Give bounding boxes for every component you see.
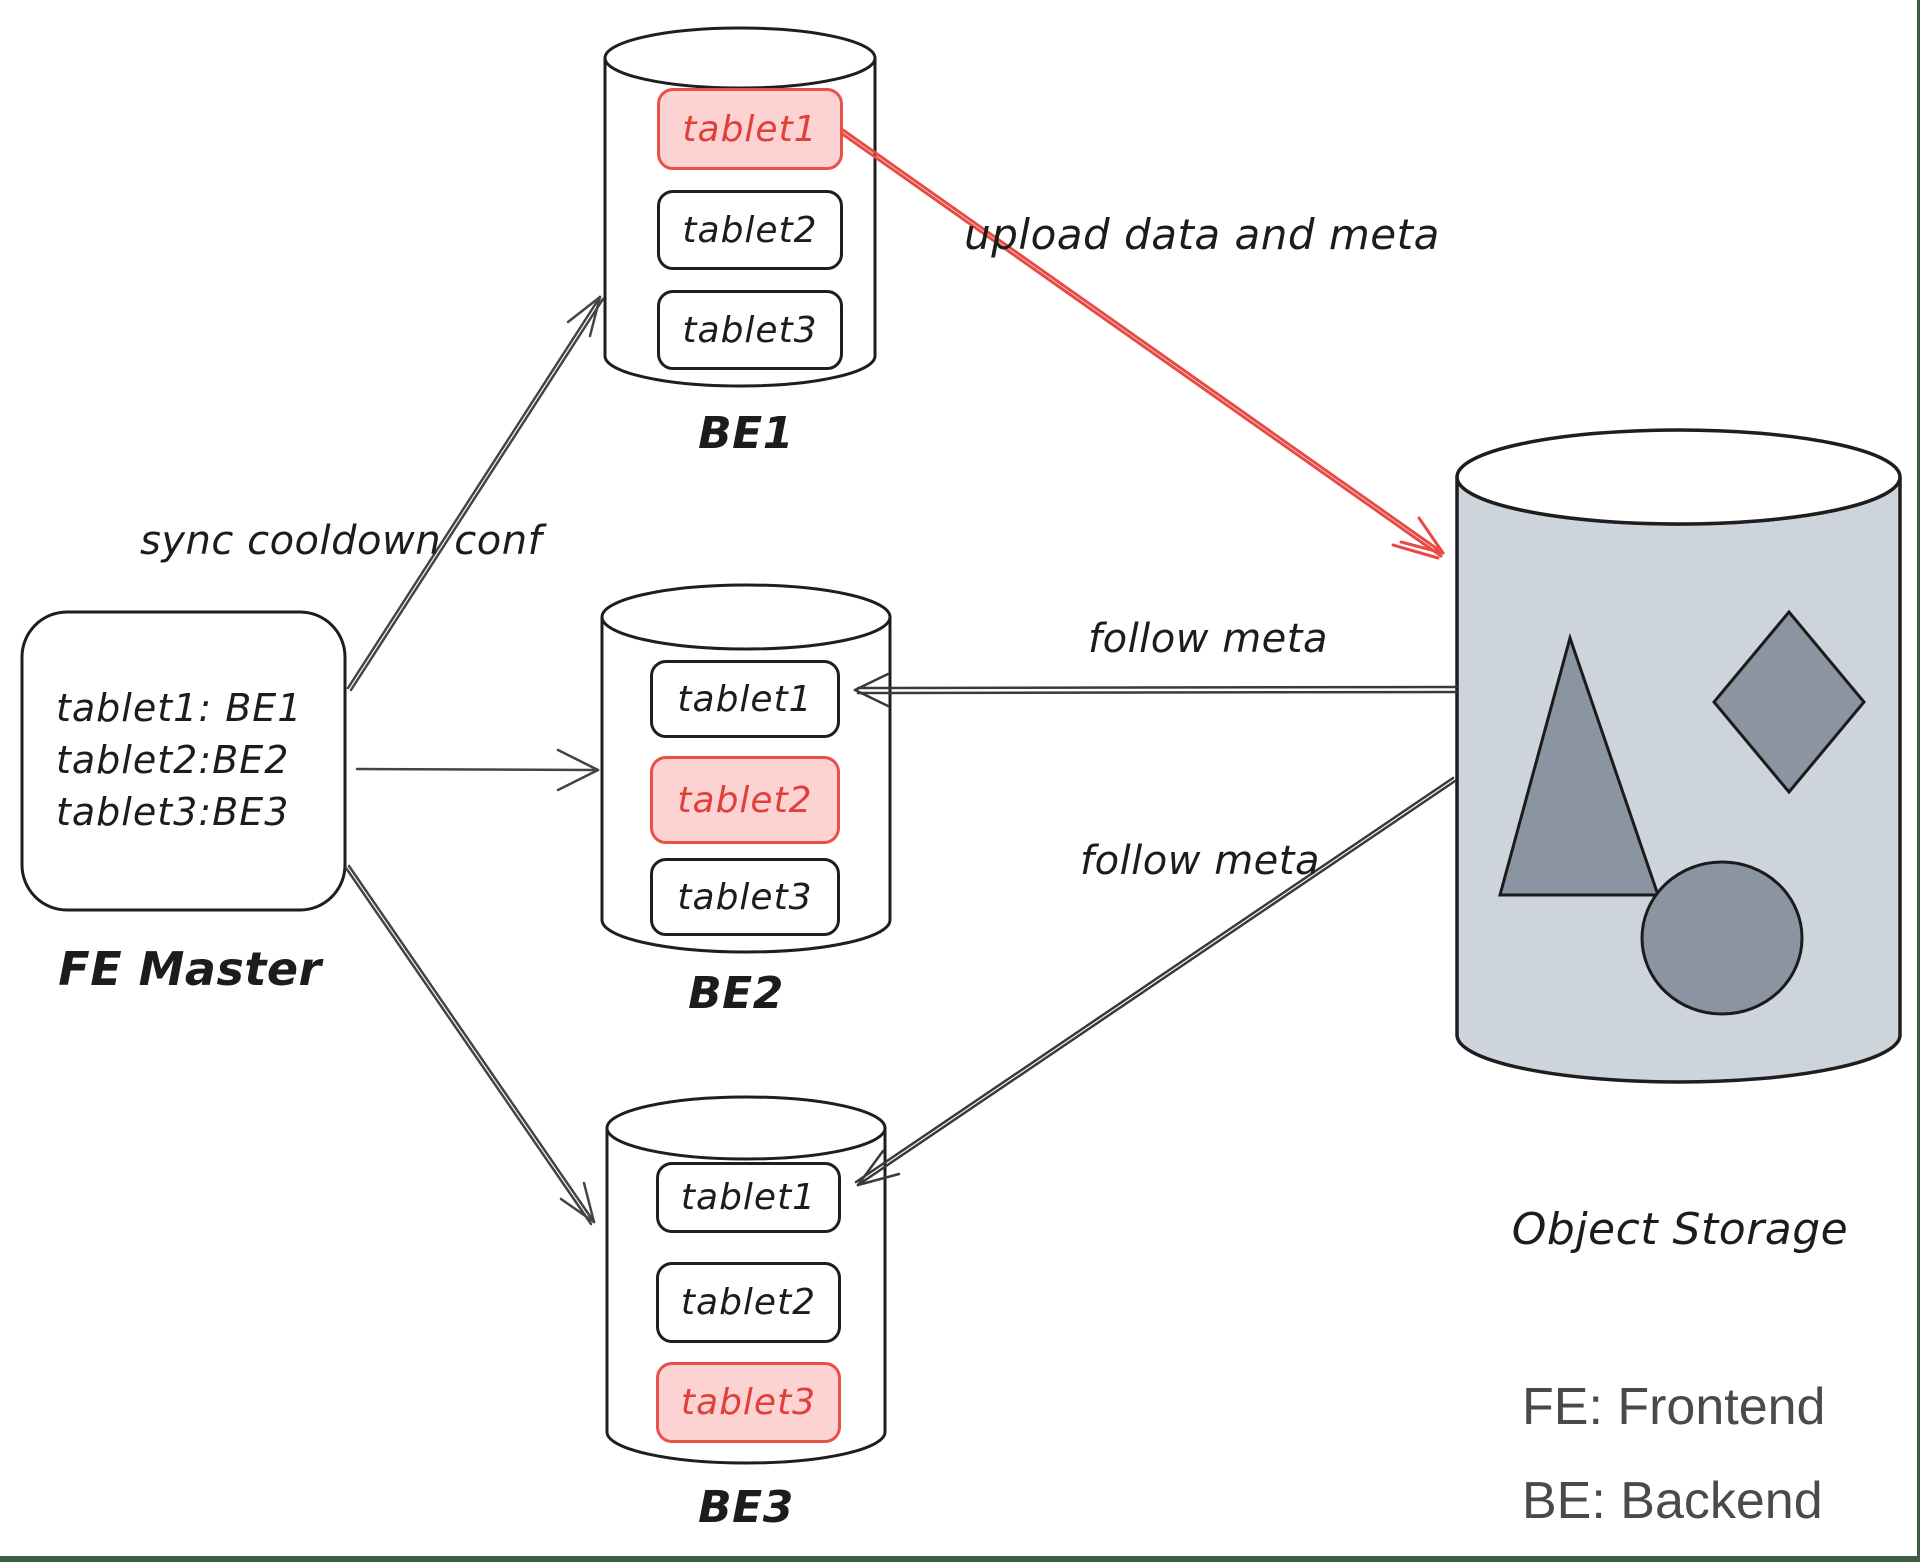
storage-diamond-shape [1712, 609, 1866, 795]
fe-mapping-line: tablet1: BE1 [56, 686, 303, 730]
follow-meta-arrow-be2 [853, 672, 1458, 708]
be2-tablet1: tablet1 [650, 660, 840, 738]
fe-master-label: FE Master [58, 942, 322, 996]
be1-tablet1: tablet1 [657, 88, 843, 170]
be1-label: BE1 [698, 408, 794, 459]
be3-tablet2: tablet2 [656, 1262, 841, 1343]
legend-fe-line: FE: Frontend [1522, 1378, 1826, 1436]
legend: FE: Frontend BE: Backend [1522, 1360, 1902, 1548]
fe-mapping-line: tablet2:BE2 [56, 738, 290, 782]
fe-master-mapping: tablet1: BE1 tablet2:BE2 tablet3:BE3 [56, 682, 336, 838]
be2-tablet2: tablet2 [650, 756, 840, 844]
frame-right-border [1917, 0, 1920, 1562]
be3-tablet3: tablet3 [656, 1362, 841, 1443]
upload-data-meta-label: upload data and meta [964, 210, 1440, 259]
sync-arrow-be2 [355, 748, 600, 792]
object-storage-label: Object Storage [1511, 1204, 1849, 1255]
legend-be-line: BE: Backend [1522, 1472, 1823, 1530]
be3-label: BE3 [698, 1482, 794, 1533]
upload-arrow [839, 128, 1445, 560]
sync-arrow-be3 [344, 864, 596, 1226]
object-storage-cylinder [1455, 428, 1902, 1084]
be2-label: BE2 [688, 968, 784, 1019]
storage-circle-shape [1640, 860, 1804, 1016]
be1-tablet2: tablet2 [657, 190, 843, 270]
be1-tablet3: tablet3 [657, 290, 843, 370]
follow-meta-be2-label: follow meta [1088, 616, 1328, 662]
be3-tablet1: tablet1 [656, 1162, 841, 1233]
follow-meta-arrow-be3 [854, 776, 1457, 1187]
follow-meta-be3-label: follow meta [1080, 838, 1320, 884]
storage-triangle-shape [1498, 632, 1661, 897]
fe-mapping-line: tablet3:BE3 [56, 790, 290, 834]
frame-bottom-border [0, 1556, 1920, 1562]
fe-master-box [20, 610, 347, 912]
be2-tablet3: tablet3 [650, 858, 840, 936]
sync-arrow-be1 [346, 295, 605, 692]
sync-cooldown-conf-label: sync cooldown conf [140, 518, 543, 564]
